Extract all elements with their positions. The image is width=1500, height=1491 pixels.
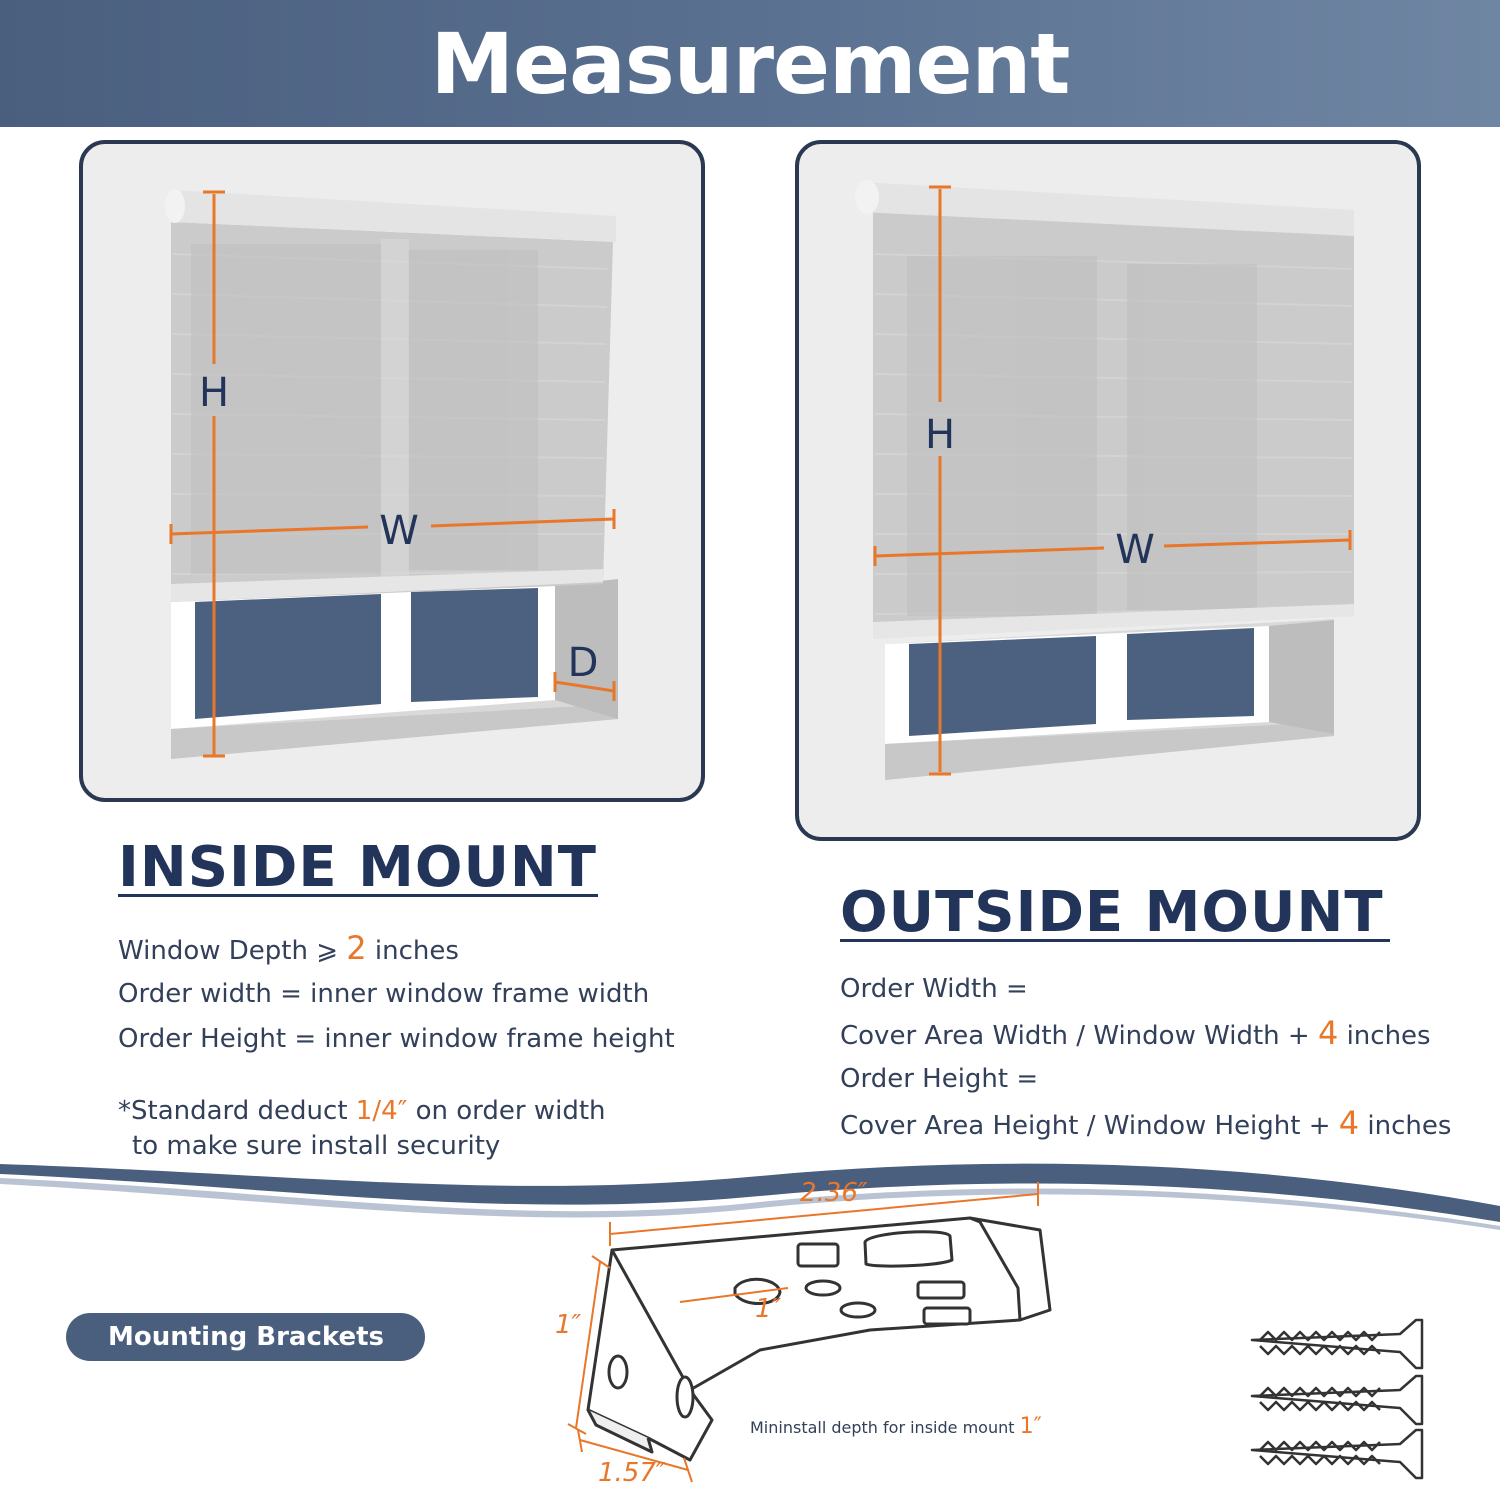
bracket-height-dimension: 1″ — [555, 1310, 582, 1340]
inside-note-suffix: on order width — [407, 1096, 606, 1126]
outside-mount-illustration: H W — [795, 140, 1421, 841]
page-title: Measurement — [430, 15, 1071, 113]
inside-note-text: *Standard deduct — [118, 1096, 356, 1126]
inside-note-value: 1/4″ — [355, 1096, 408, 1126]
bracket-base-dimension: 1.57″ — [598, 1458, 666, 1488]
outside-line2-text: Cover Area Width / Window Width + — [840, 1021, 1318, 1051]
inside-heading-underline — [118, 894, 598, 897]
outside-height-label-text: Order Height = — [840, 1064, 1039, 1094]
inside-height-rule: Order Height = inner window frame height — [118, 1024, 675, 1054]
outside-height-label: H — [925, 412, 955, 458]
inside-height-label: H — [199, 370, 229, 416]
inside-depth-requirement: Window Depth ⩾ 2 inches — [118, 931, 459, 968]
inside-line1-unit: inches — [366, 936, 459, 966]
min-install-depth-note: Mininstall depth for inside mount 1″ — [750, 1414, 1042, 1439]
inside-mount-illustration: H W D — [79, 140, 705, 802]
screw-icon — [1250, 1318, 1424, 1370]
inside-line1-text: Window Depth ⩾ — [118, 936, 347, 966]
outside-height-addition: 4 — [1338, 1104, 1360, 1142]
screws-icon — [1250, 1318, 1424, 1480]
outside-mount-heading: OUTSIDE MOUNT — [840, 880, 1384, 945]
min-depth-text: Mininstall depth for inside mount — [750, 1418, 1020, 1437]
outside-width-addition: 4 — [1317, 1014, 1339, 1052]
min-depth-value: 1″ — [1019, 1414, 1042, 1439]
outside-line4-text: Cover Area Height / Window Height + — [840, 1111, 1339, 1141]
mounting-brackets-badge: Mounting Brackets — [66, 1313, 425, 1361]
inside-depth-label: D — [568, 640, 599, 686]
bracket-width-dimension: 2.36″ — [800, 1178, 868, 1208]
outside-width-formula: Cover Area Width / Window Width + 4 inch… — [840, 1016, 1431, 1053]
inside-note-line2: to make sure install security — [132, 1131, 501, 1161]
inside-mount-heading: INSIDE MOUNT — [118, 835, 597, 900]
outside-mount-drawing: H W — [855, 180, 1354, 780]
screw-icon — [1250, 1428, 1424, 1480]
inside-width-rule: Order width = inner window frame width — [118, 979, 650, 1009]
inside-mount-drawing: H W D — [165, 189, 618, 759]
inside-width-label: W — [379, 508, 419, 554]
screw-icon — [1250, 1374, 1424, 1426]
outside-line4-unit: inches — [1359, 1111, 1452, 1141]
outside-height-formula: Cover Area Height / Window Height + 4 in… — [840, 1106, 1451, 1143]
outside-width-label: W — [1115, 527, 1155, 573]
inside-depth-value: 2 — [346, 929, 367, 967]
outside-line2-unit: inches — [1338, 1021, 1431, 1051]
outside-heading-underline — [840, 939, 1390, 942]
outside-width-label-text: Order Width = — [840, 974, 1028, 1004]
header-banner: Measurement — [0, 0, 1500, 127]
bracket-depth-dimension: 1″ — [755, 1294, 782, 1324]
decorative-wave — [0, 1163, 1500, 1230]
inside-deduct-note: *Standard deduct 1/4″ on order width — [118, 1094, 606, 1128]
mounting-bracket-drawing — [567, 1182, 1052, 1483]
